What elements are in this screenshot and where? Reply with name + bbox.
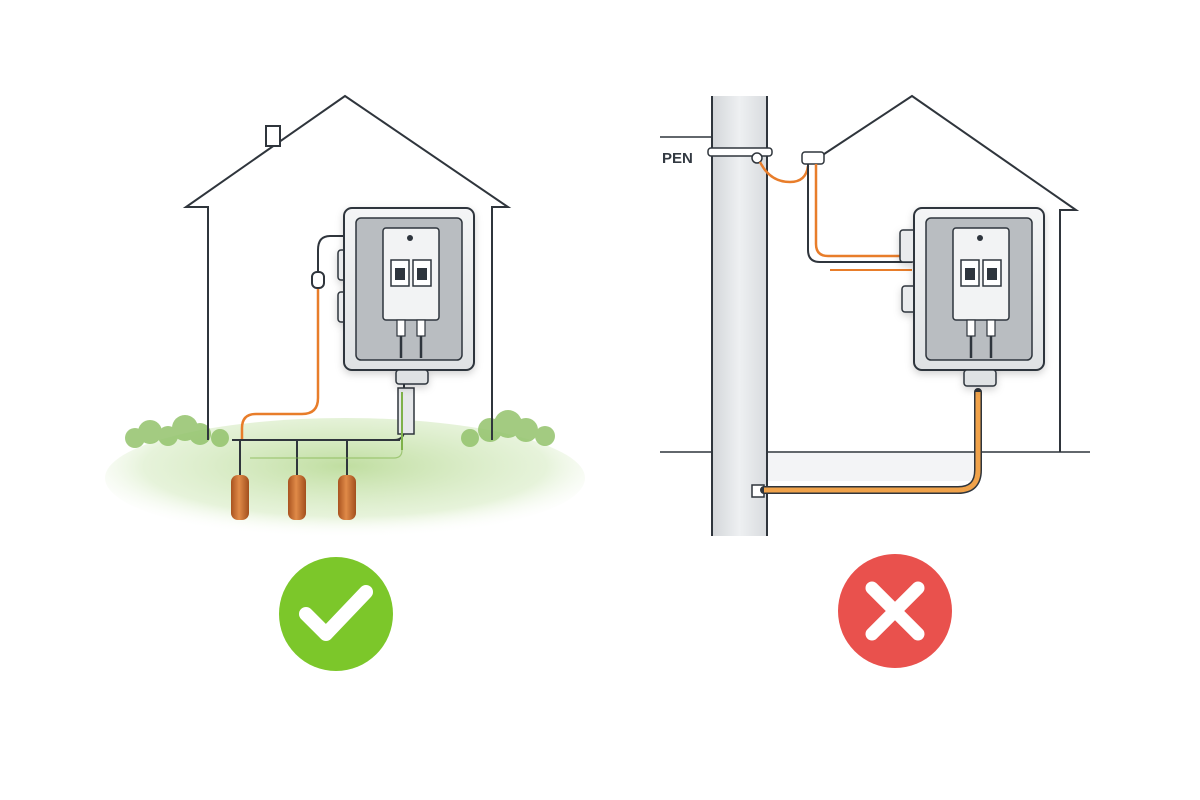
ground-rod-2 xyxy=(288,475,306,520)
checkmark-icon xyxy=(299,585,373,641)
chimney xyxy=(265,125,281,147)
house-outline xyxy=(182,94,512,440)
ground-rod-3 xyxy=(338,475,356,520)
distribution-box-right xyxy=(899,207,1045,387)
bushes xyxy=(125,410,555,448)
ground-rod-1 xyxy=(231,475,249,520)
utility-pole xyxy=(660,96,773,536)
house-outline-right xyxy=(811,94,1080,452)
pen-conductor xyxy=(758,161,810,184)
drop-conductor-right xyxy=(807,164,912,263)
right-panel-incorrect: PEN xyxy=(660,94,1090,668)
cross-badge xyxy=(838,554,952,668)
pen-label: PEN xyxy=(662,150,693,167)
checkmark-badge xyxy=(279,557,393,671)
cross-icon xyxy=(865,581,925,641)
distribution-box-left xyxy=(337,207,475,385)
left-panel-correct xyxy=(105,94,585,671)
conductor-clamp-left xyxy=(311,271,325,289)
earth-conductor-left xyxy=(240,282,320,440)
